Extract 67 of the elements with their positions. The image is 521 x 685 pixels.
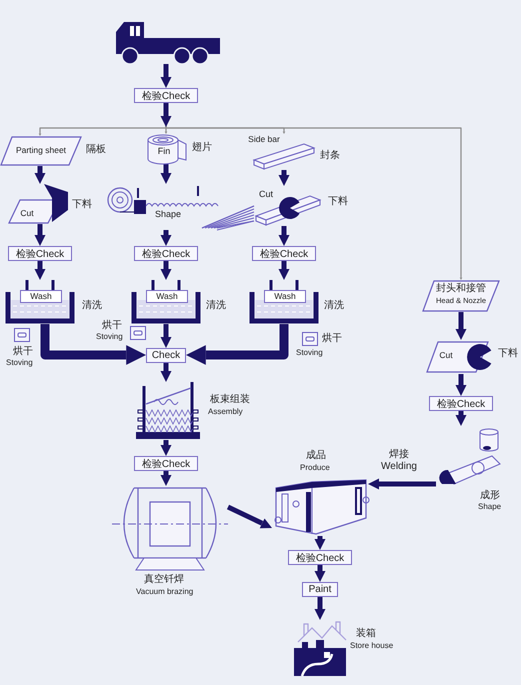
- node-caption: Vacuum brazing: [136, 588, 194, 597]
- node-caption: 下料: [72, 199, 92, 210]
- arrow: [160, 164, 172, 184]
- node-caption: 清洗: [324, 300, 344, 311]
- node-caption: Stoving: [296, 349, 323, 358]
- arrow: [278, 261, 290, 280]
- process-box: 检验Check: [429, 396, 493, 411]
- node-caption: 翅片: [192, 142, 212, 153]
- arrow: [160, 261, 172, 280]
- node-caption: 下料: [328, 196, 348, 207]
- arrow: [368, 478, 436, 490]
- arrow: [34, 224, 46, 246]
- node-caption: Store house: [350, 642, 394, 651]
- node-label: Fin: [156, 147, 172, 157]
- node-label: Parting sheet: [14, 146, 68, 156]
- node-label: Side bar: [247, 135, 281, 144]
- arrow: [34, 166, 46, 184]
- node-caption: Stoving: [6, 359, 33, 368]
- arrow: [160, 64, 172, 88]
- arrow: [160, 363, 172, 382]
- node-label: Cut: [258, 190, 274, 200]
- node-caption: 装箱: [356, 628, 376, 639]
- node-label: Cut: [19, 209, 35, 218]
- arrow: [314, 597, 326, 620]
- arrow: [278, 170, 290, 186]
- process-box: 检验Check: [134, 456, 198, 471]
- wash-label: Wash: [146, 290, 188, 303]
- node-caption: 清洗: [82, 300, 102, 311]
- node-caption: 烘干: [13, 346, 33, 357]
- wash-label: Wash: [20, 290, 62, 303]
- node-label: Cut: [438, 351, 454, 360]
- node-caption: Produce: [300, 464, 330, 473]
- arrow: [456, 312, 466, 340]
- node-caption: Stoving: [96, 333, 123, 342]
- process-box: Paint: [302, 582, 338, 597]
- node-caption: 清洗: [206, 300, 226, 311]
- process-box: Check: [146, 348, 186, 363]
- process-box: 检验Check: [8, 246, 72, 261]
- node-caption: 真空钎焊: [144, 574, 184, 585]
- node-caption: 隔板: [86, 144, 106, 155]
- arrow: [314, 536, 326, 550]
- node-caption: 烘干: [102, 320, 122, 331]
- arrow: [160, 440, 172, 456]
- node-label: Shape: [154, 210, 182, 220]
- arrow: [456, 411, 466, 426]
- node-caption: 成品: [306, 450, 326, 461]
- arrow: [160, 324, 172, 348]
- arrow: [314, 565, 326, 582]
- node-caption: Assembly: [208, 408, 243, 417]
- node-caption: 烘干: [322, 333, 342, 344]
- node-caption: 封条: [320, 150, 340, 161]
- process-box: 检验Check: [288, 550, 352, 565]
- process-box: 检验Check: [134, 88, 198, 103]
- arrow: [160, 230, 172, 246]
- wash-label: Wash: [264, 290, 306, 303]
- node-caption: Shape: [478, 503, 502, 512]
- node-label: 封头和接管: [435, 283, 487, 294]
- arrow: [226, 504, 272, 528]
- arrow: [160, 471, 172, 486]
- node-caption: 板束组装: [210, 394, 250, 405]
- node-caption: 下料: [498, 348, 518, 359]
- node-caption: 成形: [480, 490, 500, 501]
- process-box: 检验Check: [134, 246, 198, 261]
- arrow: [278, 226, 290, 246]
- process-box: 检验Check: [252, 246, 316, 261]
- arrow: [34, 261, 46, 280]
- arrow: [456, 374, 466, 396]
